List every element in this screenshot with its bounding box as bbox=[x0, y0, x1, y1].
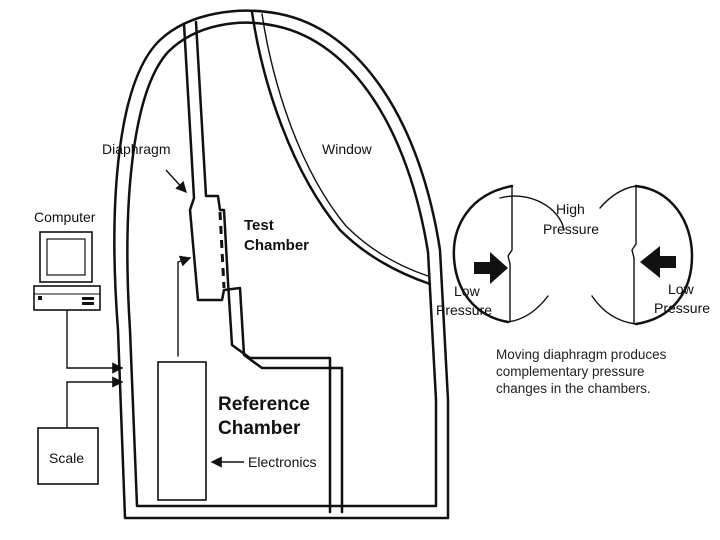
high-pressure-label-1: High bbox=[556, 201, 585, 217]
chamber-inner-shell bbox=[126, 21, 438, 508]
caption-line-3: changes in the chambers. bbox=[496, 381, 651, 396]
reference-chamber-label-1: Reference bbox=[218, 394, 310, 415]
right-low-pressure-label-2: Pressure bbox=[654, 300, 710, 316]
window-label: Window bbox=[322, 141, 373, 157]
diaphragm-membrane bbox=[218, 211, 226, 289]
left-diaphragm-line bbox=[507, 185, 513, 323]
divider-wall bbox=[182, 22, 344, 514]
diaphragm-pointer bbox=[165, 169, 187, 194]
computer-connection bbox=[66, 309, 124, 374]
computer-icon bbox=[33, 231, 101, 311]
left-low-pressure-label-1: Low bbox=[454, 283, 481, 299]
computer-label: Computer bbox=[34, 209, 96, 225]
reference-chamber-label-2: Chamber bbox=[218, 418, 301, 439]
divider-wall-inner bbox=[194, 20, 332, 514]
caption-line-1: Moving diaphragm produces bbox=[496, 347, 667, 362]
electronics-box bbox=[157, 361, 207, 501]
high-pressure-label-2: Pressure bbox=[543, 221, 599, 237]
window-outline bbox=[250, 10, 432, 286]
right-diaphragm-line bbox=[631, 185, 637, 325]
sensor-arrow bbox=[177, 255, 192, 357]
scale-box bbox=[37, 427, 99, 485]
scale-label: Scale bbox=[49, 450, 84, 466]
electronics-label: Electronics bbox=[248, 454, 316, 470]
test-chamber-label-1: Test bbox=[244, 217, 274, 234]
right-arrow-icon bbox=[640, 246, 676, 278]
diaphragm-label: Diaphragm bbox=[102, 141, 170, 157]
right-pressure-diagram bbox=[591, 184, 694, 326]
window-outline-inner bbox=[261, 13, 429, 277]
diaphragm-caption: Moving diaphragm produces complementary … bbox=[496, 346, 716, 397]
left-arrow-icon bbox=[474, 252, 508, 284]
chamber-outer-shell bbox=[113, 9, 450, 520]
right-low-pressure-label-1: Low bbox=[668, 281, 695, 297]
left-pressure-diagram bbox=[452, 184, 565, 324]
test-chamber-label-2: Chamber bbox=[244, 237, 309, 254]
caption-line-2: complementary pressure bbox=[496, 364, 645, 379]
scale-connection bbox=[66, 376, 124, 429]
left-low-pressure-label-2: Pressure bbox=[436, 302, 492, 318]
